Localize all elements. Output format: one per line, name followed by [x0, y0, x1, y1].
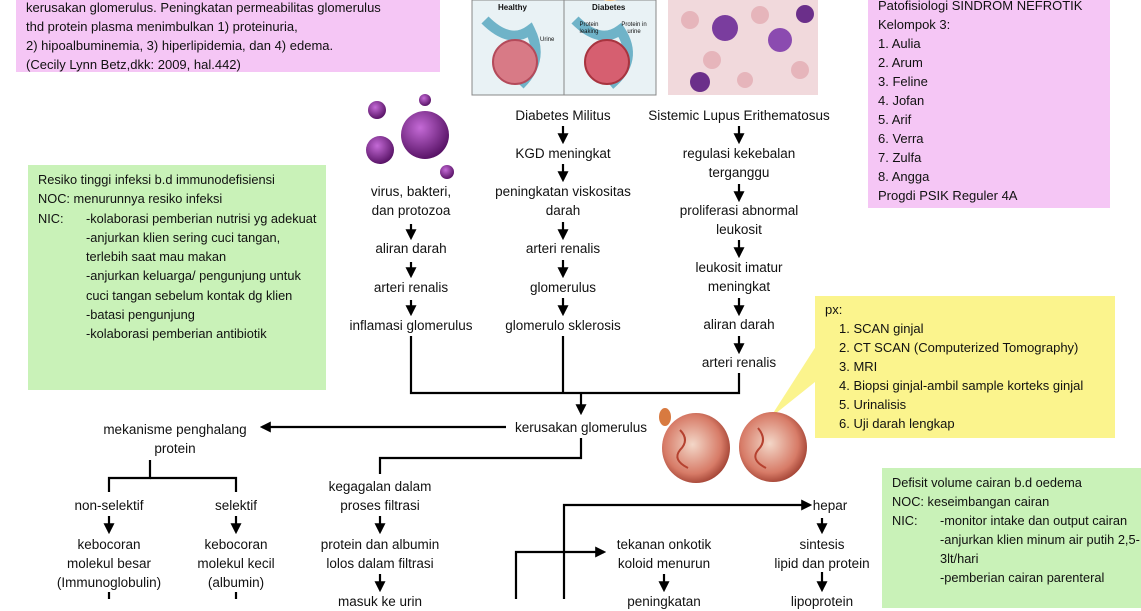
node-lipoprotein: lipoprotein — [790, 594, 854, 609]
info-line: thd protein plasma menimbulkan 1) protei… — [26, 19, 298, 34]
fluid-diagnosis: Defisit volume cairan b.d oedema — [892, 475, 1082, 490]
blood-cell-image — [668, 0, 818, 95]
node-large-molecule-leak: kebocoran molekul besar (Immunoglobulin) — [56, 537, 162, 590]
px-item: 3. MRI — [839, 359, 878, 374]
diabetes-label: Diabetes — [592, 3, 626, 12]
info-box-top-left: kerusakan glomerulus. Peningkatan permea… — [16, 0, 440, 72]
node-selective: selektif — [214, 498, 258, 513]
node-kgd: KGD meningkat — [515, 146, 611, 161]
node-hepar: hepar — [812, 498, 848, 513]
node-non-selective: non-selektif — [74, 498, 144, 513]
fluid-noc: NOC: keseimbangan cairan — [892, 494, 1050, 509]
group-label: Kelompok 3: — [878, 17, 951, 32]
node-immature-leukocyte: leukosit imatur meningkat — [695, 260, 783, 294]
node-lipid-protein-synthesis: sintesis lipid dan protein — [774, 537, 870, 571]
infection-noc: NOC: menurunnya resiko infeksi — [38, 191, 223, 207]
node-small-molecule-leak: kebocoran molekul kecil (albumin) — [197, 537, 275, 590]
node-filtration-failure: kegagalan dalam proses filtrasi — [328, 479, 432, 513]
info-line: kerusakan glomerulus. Peningkatan permea… — [26, 0, 381, 15]
member-item: 1. Aulia — [878, 36, 921, 51]
member-item: 6. Verra — [878, 131, 924, 146]
group-box: Patofisiologi SINDROM NEFROTIK Kelompok … — [868, 0, 1110, 208]
node-blood-flow: aliran darah — [375, 241, 447, 256]
virus-illustration — [366, 94, 454, 179]
member-item: 4. Jofan — [878, 93, 925, 108]
diagram-title: Patofisiologi SINDROM NEFROTIK — [878, 0, 1083, 13]
program-label: Progdi PSIK Reguler 4A — [878, 188, 1018, 203]
node-glomerulus: glomerulus — [529, 280, 597, 295]
urine-label: Urine — [540, 37, 555, 43]
px-item: 2. CT SCAN (Computerized Tomography) — [839, 340, 1079, 355]
nic-item: -pemberian cairan parenteral — [940, 570, 1105, 585]
node-blood-flow-2: aliran darah — [703, 317, 775, 332]
px-item: 5. Urinalisis — [839, 397, 907, 412]
node-protein-barrier: mekanisme penghalang protein — [103, 422, 247, 456]
protein-leaking-label: Protein leaking — [579, 22, 599, 35]
node-immune-regulation: regulasi kekebalan terganggu — [682, 146, 796, 180]
nic-item: -anjurkan klien minum air putih 2,5-3lt/… — [940, 532, 1140, 566]
nic-label: NIC: — [38, 210, 64, 226]
node-increase: peningkatan — [627, 594, 701, 609]
node-pathogen: virus, bakteri, dan protozoa — [370, 184, 452, 218]
node-renal-artery-3: arteri renalis — [701, 355, 777, 370]
member-item: 8. Angga — [878, 169, 930, 184]
node-glomerulosclerosis: glomerulo sklerosis — [505, 318, 621, 333]
node-urine: masuk ke urin — [337, 594, 423, 609]
infection-diagnosis: Resiko tinggi infeksi b.d immunodefisien… — [38, 172, 275, 187]
node-leukocyte-proliferation: proliferasi abnormal leukosit — [679, 203, 799, 237]
node-viscosity: peningkatan viskositas darah — [495, 184, 631, 218]
node-glomerular-inflammation: inflamasi glomerulus — [349, 318, 473, 333]
nic-item: -anjurkan keluarga/ pengunjung untuk cuc… — [86, 268, 301, 303]
glomerulus-illustration — [471, 0, 657, 96]
infection-box: Resiko tinggi infeksi b.d immunodefisien… — [28, 165, 326, 390]
node-sle: Sistemic Lupus Erithematosus — [648, 108, 830, 123]
px-box: px: 1. SCAN ginjal 2. CT SCAN (Computeri… — [815, 296, 1115, 438]
member-item: 7. Zulfa — [878, 150, 922, 165]
member-item: 2. Arum — [878, 55, 923, 70]
nic-label: NIC: — [892, 513, 918, 528]
px-item: 1. SCAN ginjal — [839, 321, 924, 336]
node-oncotic-pressure: tekanan onkotik koloid menurun — [616, 537, 712, 571]
nic-item: -kolaborasi pemberian nutrisi yg adekuat — [86, 210, 317, 226]
info-line: (Cecily Lynn Betz,dkk: 2009, hal.442) — [26, 57, 241, 72]
healthy-label: Healthy — [498, 3, 527, 12]
px-item: 6. Uji darah lengkap — [839, 416, 955, 431]
protein-in-urine-label: Protein in urine — [621, 22, 647, 35]
nic-item: -kolaborasi pemberian antibiotik — [86, 326, 267, 342]
info-line: 2) hipoalbuminemia, 3) hiperlipidemia, d… — [26, 38, 334, 53]
node-glomerular-damage: kerusakan glomerulus — [514, 420, 648, 435]
node-diabetes: Diabetes Militus — [515, 108, 611, 123]
px-item: 4. Biopsi ginjal-ambil sample korteks gi… — [839, 378, 1084, 393]
node-renal-artery-2: arteri renalis — [525, 241, 601, 256]
fluid-box: Defisit volume cairan b.d oedema NOC: ke… — [882, 468, 1141, 608]
member-item: 3. Feline — [878, 74, 928, 89]
member-item: 5. Arif — [878, 112, 912, 127]
node-protein-albumin-pass: protein dan albumin lolos dalam filtrasi — [320, 537, 440, 571]
node-renal-artery: arteri renalis — [373, 280, 449, 295]
nic-item: -monitor intake dan output cairan — [940, 513, 1128, 528]
nic-item: -anjurkan klien sering cuci tangan, terl… — [86, 229, 281, 265]
px-title: px: — [825, 302, 843, 317]
nic-item: -batasi pengunjung — [86, 307, 195, 323]
